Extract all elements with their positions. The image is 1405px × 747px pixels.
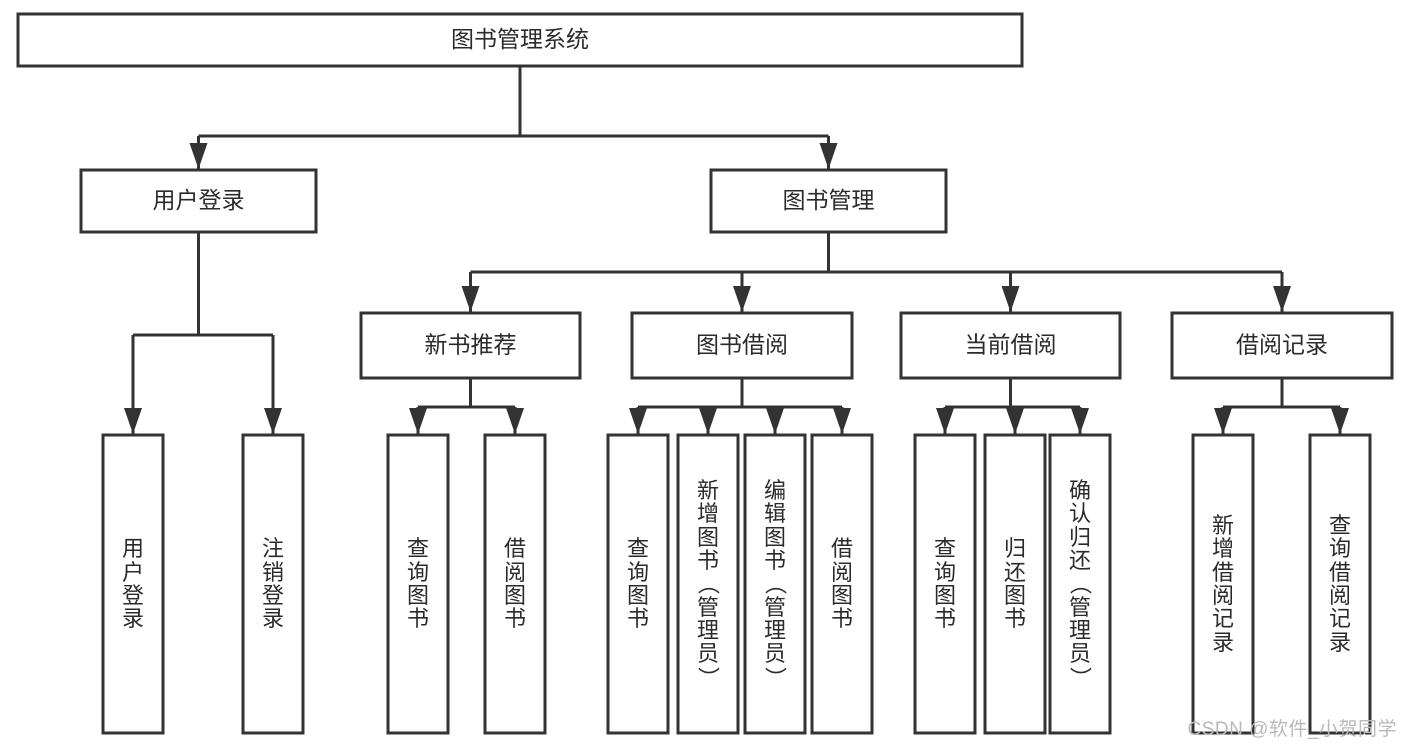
node-box-leaf-8[interactable] bbox=[913, 433, 977, 735]
node-box-leaf-0[interactable] bbox=[101, 433, 165, 735]
book-mgmt-arrow-1 bbox=[733, 286, 751, 312]
l3-1-arrow-2 bbox=[766, 408, 784, 434]
node-label-level3-2: 当前借阅 bbox=[965, 332, 1057, 358]
node-box-level3-1[interactable] bbox=[630, 311, 854, 380]
user-login-arrow-0 bbox=[124, 408, 142, 434]
node-label-root: 图书管理系统 bbox=[451, 26, 589, 52]
l3-3-arrow-1 bbox=[1331, 408, 1349, 434]
node-box-leaf-7[interactable] bbox=[810, 433, 874, 735]
book-mgmt-arrow-0 bbox=[461, 286, 480, 312]
root-arrow-1 bbox=[819, 143, 838, 169]
node-box-leaf-9[interactable] bbox=[983, 433, 1047, 735]
root-arrow-0 bbox=[189, 143, 208, 169]
l3-1-arrow-1 bbox=[699, 408, 717, 434]
node-label-level3-1: 图书借阅 bbox=[696, 332, 788, 358]
node-label-level2-1: 图书管理 bbox=[783, 187, 875, 213]
node-box-level3-0[interactable] bbox=[359, 311, 582, 380]
l3-1-arrow-0 bbox=[629, 408, 647, 434]
node-box-leaf-6[interactable] bbox=[743, 433, 807, 735]
node-box-leaf-12[interactable] bbox=[1308, 433, 1372, 735]
l3-0-arrow-0 bbox=[409, 408, 427, 434]
l3-2-arrow-2 bbox=[1071, 408, 1089, 434]
l3-1-arrow-3 bbox=[833, 408, 851, 434]
book-mgmt-arrow-3 bbox=[1273, 286, 1291, 312]
node-box-leaf-2[interactable] bbox=[386, 433, 450, 735]
node-box-leaf-3[interactable] bbox=[483, 433, 547, 735]
node-box-leaf-11[interactable] bbox=[1191, 433, 1255, 735]
node-box-leaf-10[interactable] bbox=[1048, 433, 1112, 735]
node-box-level3-2[interactable] bbox=[899, 311, 1122, 380]
node-box-level2-0[interactable] bbox=[79, 168, 318, 234]
user-login-arrow-1 bbox=[264, 408, 282, 434]
node-box-leaf-4[interactable] bbox=[606, 433, 670, 735]
node-label-level3-0: 新书推荐 bbox=[425, 332, 517, 358]
node-box-root[interactable] bbox=[16, 12, 1024, 68]
l3-2-arrow-0 bbox=[936, 408, 954, 434]
l3-3-arrow-0 bbox=[1214, 408, 1232, 434]
node-box-leaf-1[interactable] bbox=[241, 433, 305, 735]
node-box-level2-1[interactable] bbox=[709, 168, 948, 234]
connectors-layer bbox=[124, 66, 1349, 434]
book-mgmt-arrow-2 bbox=[1001, 286, 1020, 312]
node-label-level2-0: 用户登录 bbox=[153, 187, 245, 213]
l3-2-arrow-1 bbox=[1006, 408, 1024, 434]
node-box-leaf-5[interactable] bbox=[676, 433, 740, 735]
watermark-text: CSDN @软件_小贺同学 bbox=[1187, 719, 1397, 740]
node-label-level3-3: 借阅记录 bbox=[1236, 332, 1328, 358]
l3-0-arrow-1 bbox=[506, 408, 524, 434]
node-box-level3-3[interactable] bbox=[1170, 311, 1394, 380]
node-boxes-layer bbox=[16, 12, 1394, 735]
